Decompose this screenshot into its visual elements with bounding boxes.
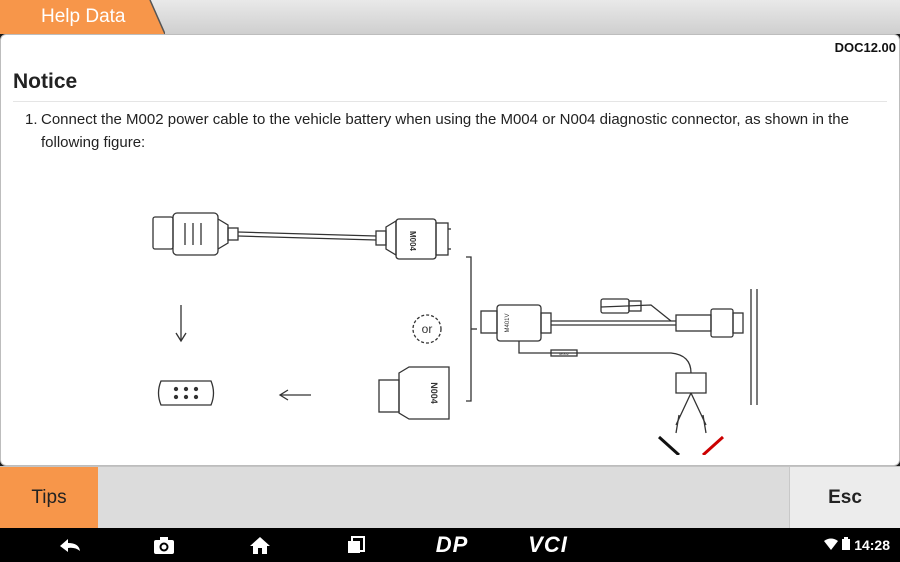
- back-arrow-icon[interactable]: [52, 528, 88, 562]
- notice-heading: Notice: [13, 70, 78, 93]
- camera-icon[interactable]: [148, 528, 180, 562]
- system-nav-bar: DP VCI 14:28: [0, 528, 900, 562]
- heading-divider: [13, 101, 887, 102]
- bottom-action-bar: Tips Esc: [0, 466, 900, 529]
- clock: 14:28: [854, 537, 890, 553]
- tips-button[interactable]: Tips: [0, 467, 98, 529]
- m004-label: M004: [408, 231, 417, 252]
- instruction-item: 1. Connect the M002 power cable to the v…: [25, 108, 891, 154]
- document-id: DOC12.00: [834, 40, 896, 55]
- battery-icon: [842, 537, 851, 553]
- m004-connector-icon: [375, 218, 451, 260]
- help-content-panel: DOC12.00 Notice 1. Connect the M002 powe…: [0, 34, 900, 466]
- esc-button[interactable]: Esc: [789, 467, 900, 529]
- m002-label: M002: [559, 351, 570, 356]
- instruction-text: Connect the M002 power cable to the vehi…: [41, 111, 849, 151]
- dp-button[interactable]: DP: [435, 532, 469, 557]
- page-title: Help Data: [41, 6, 126, 27]
- vci-button[interactable]: VCI: [528, 532, 568, 557]
- wifi-icon: [824, 537, 839, 553]
- recent-apps-icon[interactable]: [340, 528, 372, 562]
- or-label: or: [422, 322, 433, 336]
- instruction-number: 1.: [25, 111, 38, 128]
- title-bar: Help Data: [0, 0, 900, 34]
- obd-connector-icon: [152, 212, 239, 256]
- n004-label: N004: [429, 382, 439, 404]
- vci-connector-label: M401V: [505, 313, 511, 332]
- n004-connector-icon: [378, 366, 450, 420]
- status-area: 14:28: [824, 528, 890, 562]
- obd-socket-icon: [157, 380, 215, 406]
- home-icon[interactable]: [244, 528, 276, 562]
- vci-connector-icon: [480, 304, 552, 342]
- title-tab: Help Data: [0, 0, 165, 34]
- connection-figure: M004 N004 or M401V M002 — +: [152, 212, 758, 455]
